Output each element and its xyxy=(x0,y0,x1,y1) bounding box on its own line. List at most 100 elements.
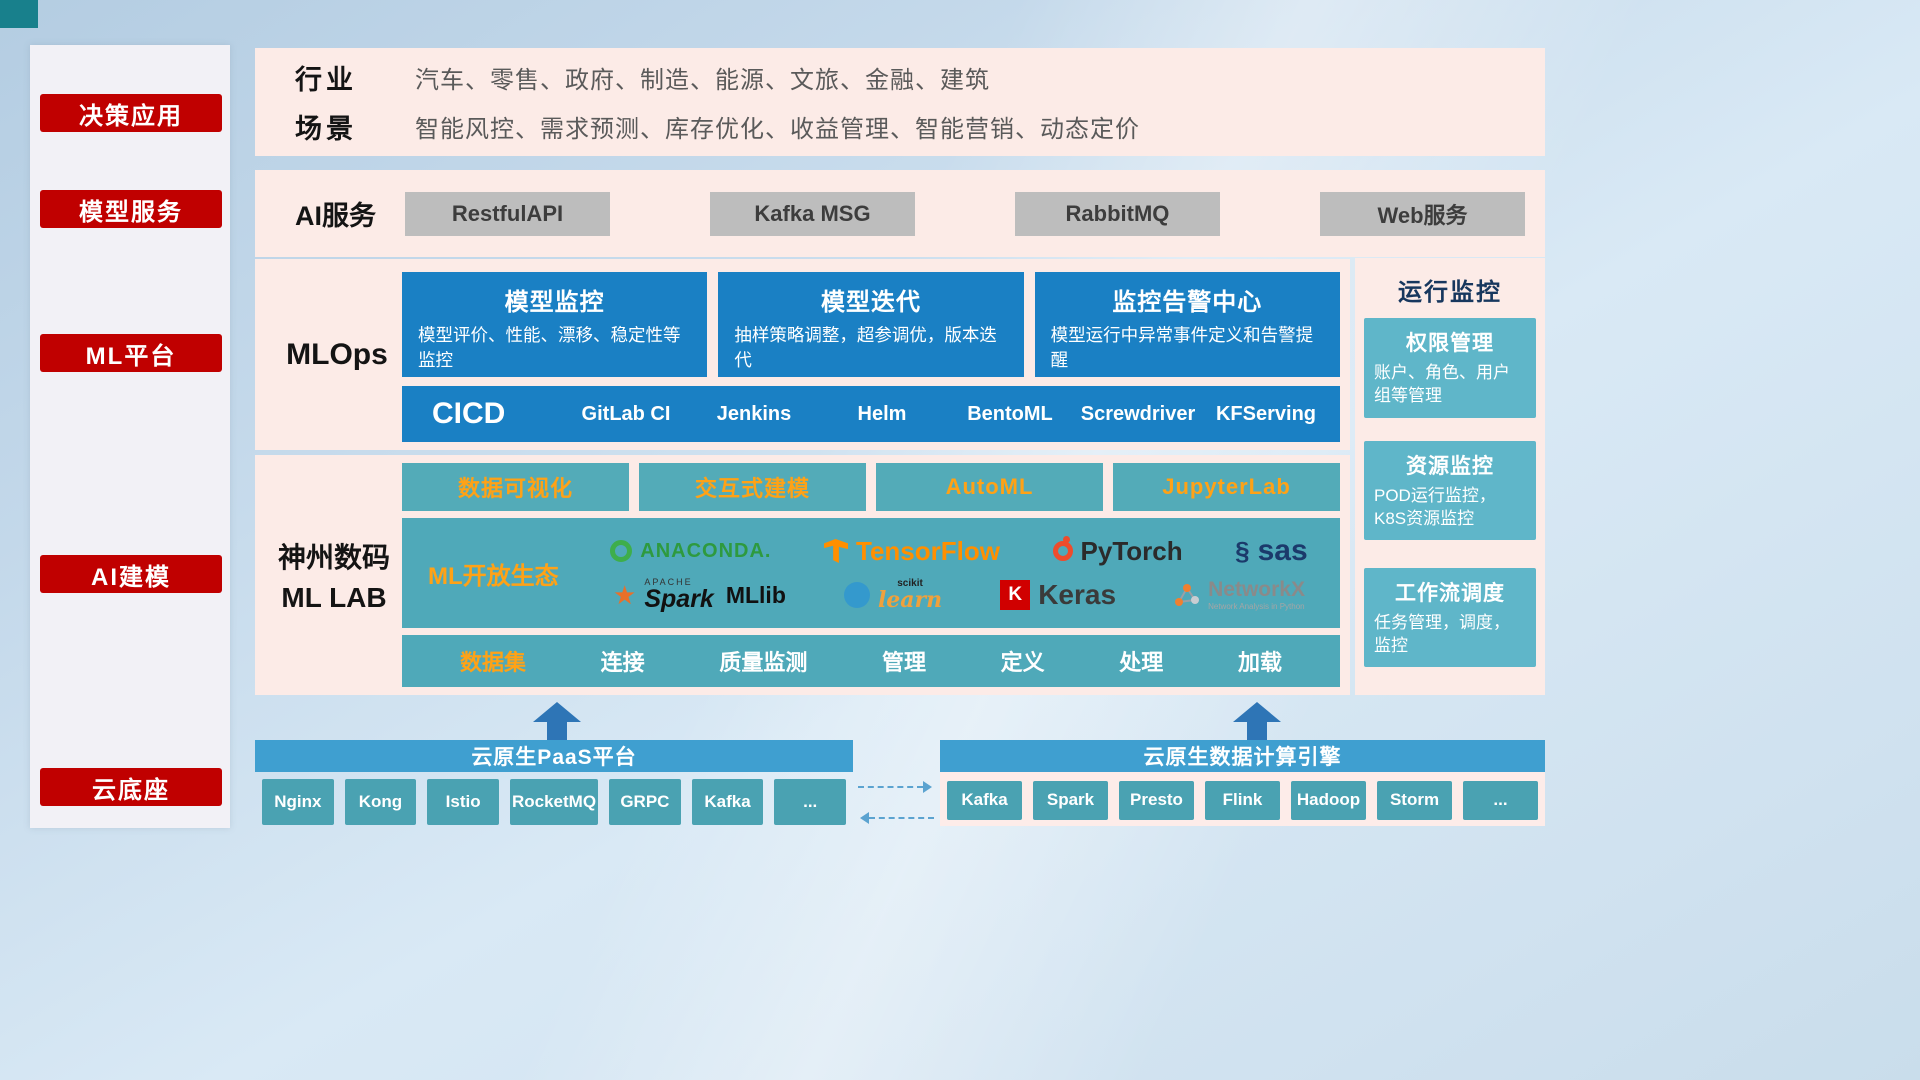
paas-platform-header: 云原生PaaS平台 xyxy=(255,740,853,772)
cicd-item-screwdriver: Screwdriver xyxy=(1080,402,1196,425)
ml-ecosystem-box: ML开放生态 ANACONDA. TensorFlow xyxy=(402,518,1340,628)
scikit-learn-text: scikit learn xyxy=(877,578,943,613)
up-arrow-left xyxy=(533,702,581,740)
tool-jupyterlab: JupyterLab xyxy=(1113,463,1340,511)
tensorflow-label: TensorFlow xyxy=(856,535,1000,566)
learn-label: learn xyxy=(877,587,943,613)
cicd-item-kfserving: KFServing xyxy=(1215,402,1317,425)
arrow-head xyxy=(533,702,581,722)
logo-row-2: ★ APACHE Spark MLlib scikit learn xyxy=(584,578,1334,612)
paas-item-kafka: Kafka xyxy=(691,779,764,825)
keras-icon: K xyxy=(1000,580,1031,610)
paas-item-more: ... xyxy=(774,779,847,825)
data-engine-header: 云原生数据计算引擎 xyxy=(940,740,1545,772)
ai-service-restfulapi: RestfulAPI xyxy=(405,191,610,236)
industry-label: 行业 xyxy=(295,65,357,95)
mllab-tools: 数据可视化 交互式建模 AutoML JupyterLab xyxy=(402,463,1340,511)
card-desc: 模型运行中异常事件定义和告警提醒 xyxy=(1050,325,1314,370)
model-iteration-card: 模型迭代 抽样策略调整，超参调优，版本迭代 xyxy=(718,272,1024,377)
dashed-arrow-right xyxy=(858,781,932,793)
mlops-label: MLOps xyxy=(286,337,388,371)
card-title: 模型迭代 xyxy=(820,289,921,316)
pytorch-logo: PyTorch xyxy=(1052,536,1183,567)
paas-item-rocketmq: RocketMQ xyxy=(509,779,599,825)
arrow-head xyxy=(1233,702,1281,722)
corner-accent xyxy=(0,0,38,28)
ecosystem-logos: ANACONDA. TensorFlow PyTorch § sas xyxy=(584,534,1334,612)
logo-row-1: ANACONDA. TensorFlow PyTorch § sas xyxy=(584,534,1334,568)
mllab-panel: 神州数码 ML LAB 数据可视化 交互式建模 AutoML JupyterLa… xyxy=(255,455,1350,695)
card-title: 资源监控 xyxy=(1406,455,1494,478)
data-step-load: 加载 xyxy=(1237,650,1282,675)
sidebar-item-model-service: 模型服务 xyxy=(40,190,222,228)
sidebar-item-decision-app: 决策应用 xyxy=(40,94,222,132)
anaconda-icon xyxy=(610,540,633,562)
engine-item-spark: Spark xyxy=(1033,781,1108,820)
cicd-item-gitlab-ci: GitLab CI xyxy=(581,402,671,425)
industry-list: 汽车、零售、政府、制造、能源、文旅、金融、建筑 xyxy=(415,67,990,94)
networkx-label: NetworkX xyxy=(1208,578,1305,602)
permission-management-card: 权限管理 账户、角色、用户组等管理 xyxy=(1364,318,1536,418)
ai-service-kafka-msg: Kafka MSG xyxy=(710,191,915,236)
sidebar-item-cloud-base: 云底座 xyxy=(40,768,222,806)
tool-data-visualization: 数据可视化 xyxy=(402,463,629,511)
networkx-logo: NetworkX Network Analysis in Python xyxy=(1174,578,1305,611)
spark-label: Spark xyxy=(644,585,714,613)
paas-item-nginx: Nginx xyxy=(262,779,334,825)
scikit-label: scikit xyxy=(897,578,923,589)
dashed-line xyxy=(858,786,923,788)
ai-service-web: Web服务 xyxy=(1320,191,1525,236)
runtime-monitoring-title: 运行监控 xyxy=(1398,279,1502,306)
resource-monitoring-card: 资源监控 POD运行监控，K8S资源监控 xyxy=(1364,441,1536,540)
tensorflow-logo: TensorFlow xyxy=(824,536,1000,567)
scikit-learn-logo: scikit learn xyxy=(843,578,943,613)
spark-text: APACHE Spark xyxy=(644,578,713,612)
sas-label: sas xyxy=(1257,534,1308,567)
networkx-text: NetworkX Network Analysis in Python xyxy=(1208,578,1305,611)
card-desc: 任务管理，调度，监控 xyxy=(1374,613,1510,655)
engine-item-kafka: Kafka xyxy=(947,781,1022,820)
ai-service-panel: AI服务 RestfulAPI Kafka MSG RabbitMQ Web服务 xyxy=(255,170,1545,257)
arrow-stem xyxy=(1247,722,1267,740)
card-title: 权限管理 xyxy=(1406,332,1494,355)
data-step-process: 处理 xyxy=(1119,650,1164,675)
model-monitoring-card: 模型监控 模型评价、性能、漂移、稳定性等监控 xyxy=(402,272,708,377)
engine-items: Kafka Spark Presto Flink Hadoop Storm ..… xyxy=(947,781,1538,820)
data-step-manage: 管理 xyxy=(881,650,926,675)
card-desc: 模型评价、性能、漂移、稳定性等监控 xyxy=(418,325,681,370)
spark-mllib-logo: ★ APACHE Spark MLlib xyxy=(613,578,786,612)
sas-icon: § xyxy=(1235,535,1250,566)
dataset-label: 数据集 xyxy=(460,650,527,675)
runtime-monitoring-panel: 运行监控 权限管理 账户、角色、用户组等管理 资源监控 POD运行监控，K8S资… xyxy=(1355,258,1545,695)
tensorflow-icon xyxy=(824,539,849,563)
arrow-stem xyxy=(547,722,567,740)
cicd-items: GitLab CI Jenkins Helm BentoML Screwdriv… xyxy=(562,403,1330,426)
card-title: 工作流调度 xyxy=(1395,582,1505,605)
industry-panel: 行业 汽车、零售、政府、制造、能源、文旅、金融、建筑 场景 智能风控、需求预测、… xyxy=(255,48,1545,156)
alert-center-card: 监控告警中心 模型运行中异常事件定义和告警提醒 xyxy=(1034,272,1340,377)
dashed-arrow-left xyxy=(860,812,934,824)
mllab-label-line2: ML LAB xyxy=(281,582,387,613)
engine-item-presto: Presto xyxy=(1119,781,1194,820)
engine-item-hadoop: Hadoop xyxy=(1291,781,1366,820)
scikit-learn-icon xyxy=(843,582,870,608)
spark-icon: ★ xyxy=(613,579,637,610)
networkx-icon xyxy=(1175,583,1200,606)
left-rail xyxy=(30,45,230,828)
scenario-list: 智能风控、需求预测、库存优化、收益管理、智能营销、动态定价 xyxy=(415,116,1140,143)
arrow-tip xyxy=(860,812,869,824)
paas-item-grpc: GRPC xyxy=(609,779,681,825)
up-arrow-right xyxy=(1233,702,1281,740)
cicd-item-bentoml: BentoML xyxy=(967,402,1053,425)
data-step-connect: 连接 xyxy=(600,650,645,675)
card-desc: 账户、角色、用户组等管理 xyxy=(1374,363,1510,405)
arrow-tip xyxy=(923,781,932,793)
mlops-panel: MLOps 模型监控 模型评价、性能、漂移、稳定性等监控 模型迭代 抽样策略调整… xyxy=(255,259,1350,450)
keras-label: Keras xyxy=(1038,579,1117,610)
card-title: 模型监控 xyxy=(504,289,605,316)
card-title: 监控告警中心 xyxy=(1112,289,1263,316)
networkx-subtitle: Network Analysis in Python xyxy=(1208,602,1305,612)
tool-automl: AutoML xyxy=(876,463,1103,511)
data-step-quality-monitoring: 质量监测 xyxy=(719,650,808,675)
